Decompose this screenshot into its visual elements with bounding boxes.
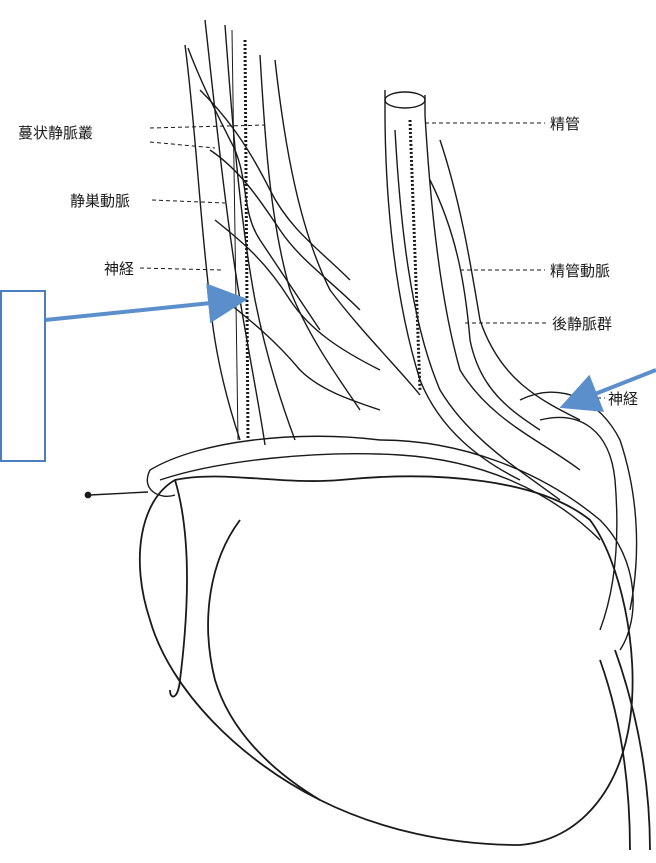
label-deferential-artery: 精管動脈 <box>550 262 610 280</box>
label-posterior-veins: 後静脈群 <box>552 315 612 333</box>
leader-testicular-artery <box>152 200 225 203</box>
testis <box>86 476 651 850</box>
epididymis <box>147 436 633 650</box>
label-testicular-artery: 静巣動脈 <box>70 192 130 210</box>
label-pampiniform-plexus: 蔓状静脈叢 <box>18 124 93 142</box>
label-nerve-right: 神経 <box>608 390 638 408</box>
label-vas-deferens: 精管 <box>550 115 580 133</box>
leader-lines <box>140 123 605 398</box>
left-cord <box>185 20 420 445</box>
leader-pampiniform-2 <box>150 142 215 148</box>
leader-pampiniform <box>150 125 265 128</box>
right-cord <box>385 90 637 630</box>
leader-nerve-left <box>140 268 222 270</box>
label-nerve-left: 神経 <box>104 260 134 278</box>
callout-box <box>0 290 46 462</box>
